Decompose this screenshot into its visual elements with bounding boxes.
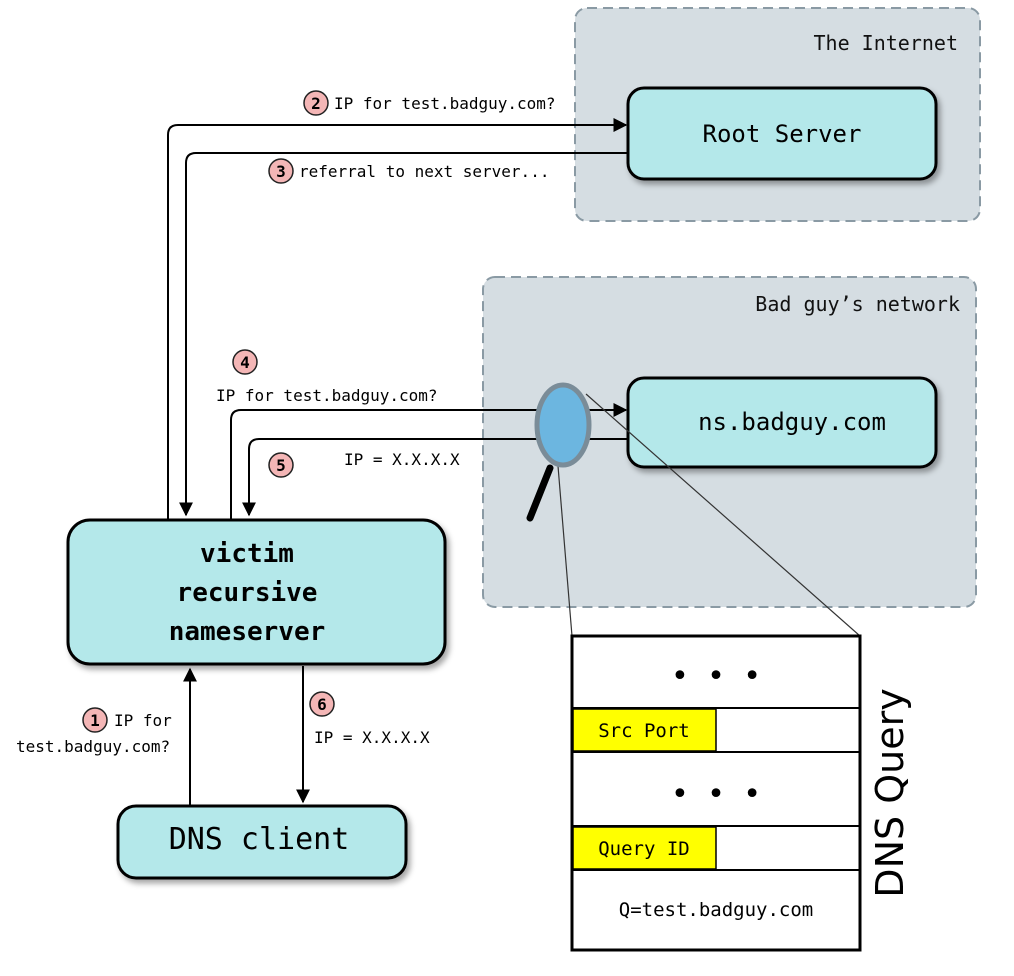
root-server-label: Root Server: [703, 120, 862, 148]
step4-number: 4: [240, 353, 250, 372]
step2-group: 2 IP for test.badguy.com?: [303, 90, 556, 116]
root-server-node: Root Server: [626, 86, 938, 181]
ns-badguy-node: ns.badguy.com: [626, 376, 938, 469]
step6-label: IP = X.X.X.X: [314, 728, 430, 747]
step3-arrow: [179, 152, 628, 517]
victim-nameserver-node: victim recursive nameserver: [66, 518, 447, 666]
step3-badge: [268, 158, 294, 184]
dns-query-packet: • • • Src Port • • • Query ID Q=test.bad…: [570, 634, 912, 952]
step4-label: IP for test.badguy.com?: [216, 386, 438, 405]
step3-group: 3 referral to next server...: [268, 158, 549, 184]
ns-badguy-label: ns.badguy.com: [698, 408, 886, 436]
step3-number: 3: [276, 162, 286, 181]
step6-group: 6 IP = X.X.X.X: [309, 691, 430, 747]
step2-badge: [303, 90, 329, 116]
question-label: Q=test.badguy.com: [619, 899, 813, 921]
step2-label: IP for test.badguy.com?: [334, 94, 556, 113]
step2-arrow: [167, 118, 628, 520]
internet-zone-label: The Internet: [814, 31, 959, 55]
packet-ellipsis-top: • • •: [671, 659, 761, 694]
victim-label-line1: victim: [200, 539, 294, 569]
magnifier-icon: [526, 382, 592, 522]
step4-group: 4 IP for test.badguy.com?: [216, 349, 438, 405]
step1-number: 1: [90, 711, 100, 730]
packet-ellipsis-middle: • • •: [671, 777, 761, 812]
step6-badge: [309, 691, 335, 717]
dns-client-label: DNS client: [169, 822, 350, 857]
step5-arrow: [242, 438, 628, 517]
step5-number: 5: [276, 456, 286, 475]
dns-query-title: DNS Query: [868, 688, 912, 897]
zoom-lines: [557, 393, 861, 637]
victim-label-line3: nameserver: [169, 617, 326, 647]
step5-label: IP = X.X.X.X: [344, 450, 460, 469]
step6-number: 6: [317, 695, 327, 714]
step4-badge: [232, 349, 258, 375]
step4-arrow: [230, 403, 628, 520]
step1-group: 1 IP for test.badguy.com?: [16, 707, 172, 756]
dns-client-node: DNS client: [116, 804, 408, 880]
badguy-network-label: Bad guy’s network: [755, 292, 960, 316]
query-id-label: Query ID: [598, 838, 690, 860]
step1-badge: [82, 707, 108, 733]
query-id-field: [572, 826, 717, 870]
step1-label-line1: IP for: [114, 711, 172, 730]
step5-group: 5 IP = X.X.X.X: [268, 450, 460, 478]
src-port-field: [572, 708, 717, 752]
step3-label: referral to next server...: [299, 162, 549, 181]
victim-label-line2: recursive: [177, 578, 318, 608]
step2-number: 2: [311, 94, 321, 113]
step1-label-line2: test.badguy.com?: [16, 737, 170, 756]
step5-badge: [268, 452, 294, 478]
src-port-label: Src Port: [598, 720, 690, 742]
